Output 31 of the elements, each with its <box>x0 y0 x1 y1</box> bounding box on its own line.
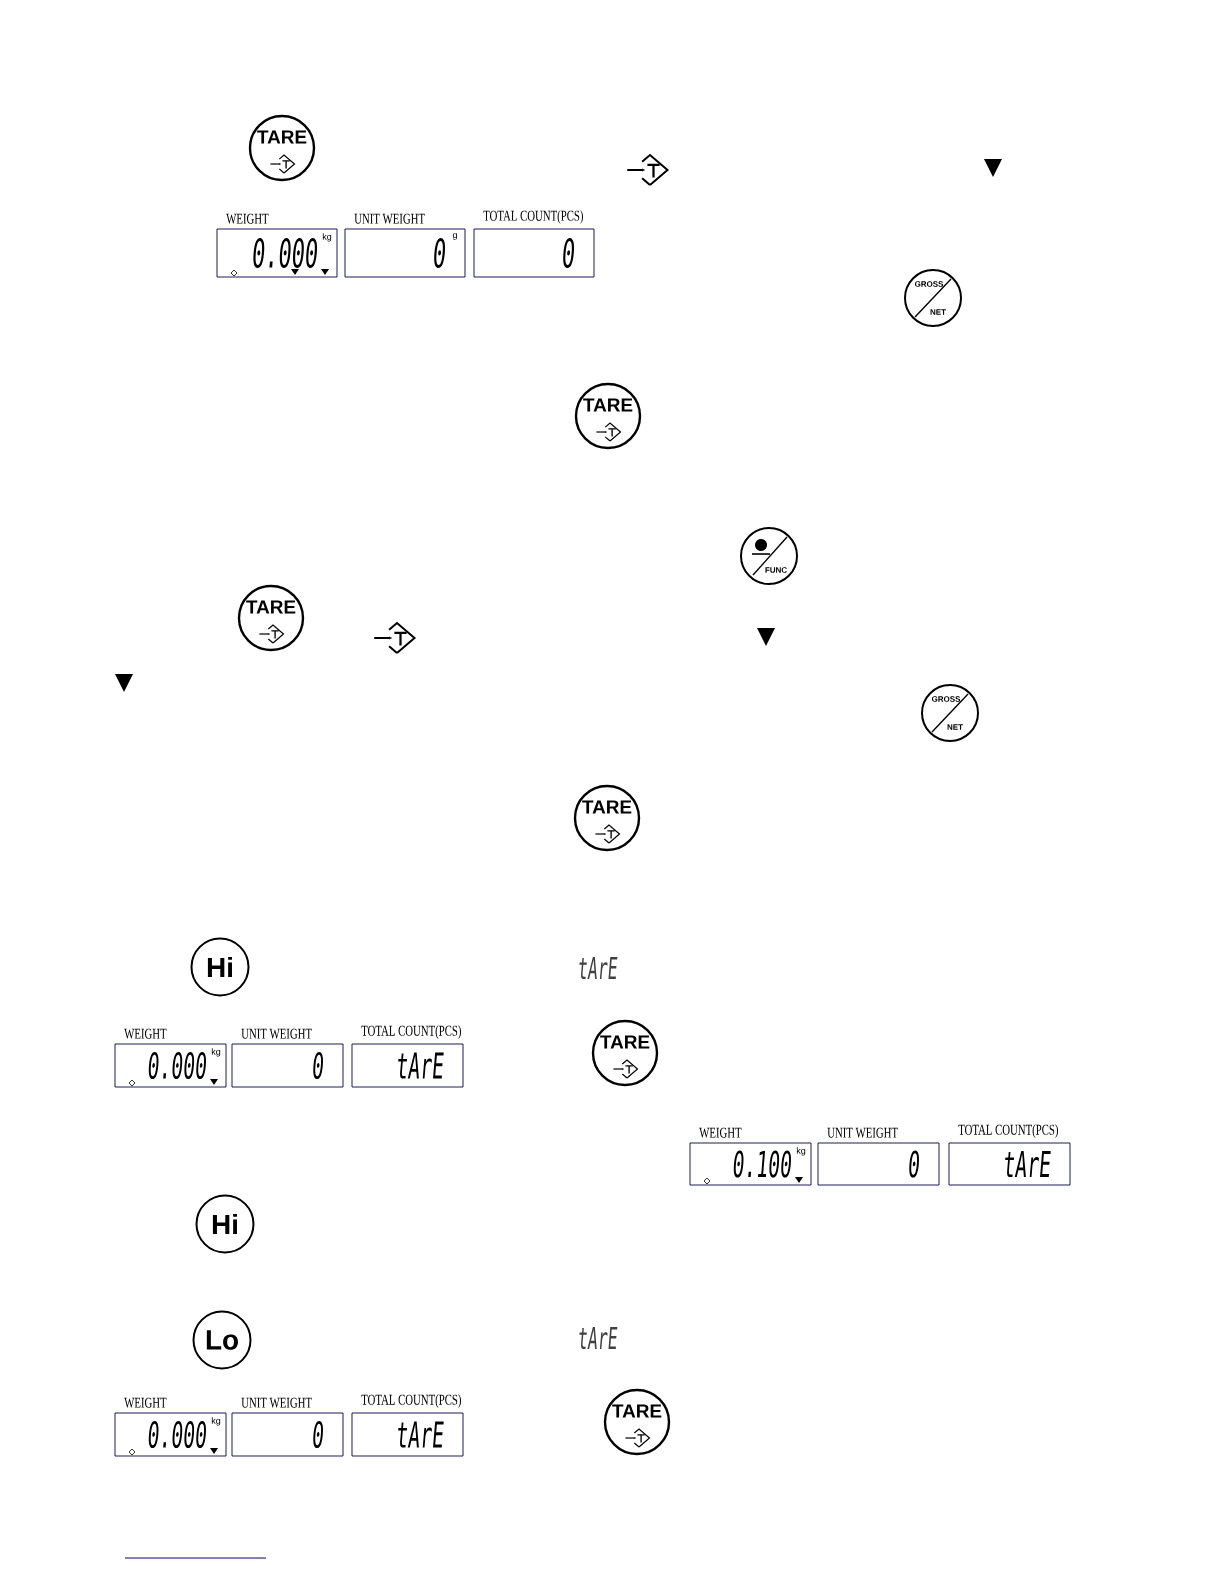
node-label: UNIT WEIGHT <box>354 213 425 224</box>
node-label: WEIGHT <box>699 1127 742 1138</box>
tare-button: TARE <box>591 1019 659 1087</box>
key-button: Lo <box>192 1310 252 1370</box>
lcd-display: UNIT WEIGHT 0 g <box>344 213 466 278</box>
key-button: Hi <box>190 937 250 997</box>
lcd-display: TOTAL COUNT(PCS) tArE <box>351 1025 464 1088</box>
lcd-reading: tArE <box>579 1327 618 1349</box>
tare-button: TARE <box>248 114 316 182</box>
tare-button: TARE <box>574 382 642 450</box>
node-label: TOTAL COUNT(PCS) <box>361 1394 461 1408</box>
lcd-display: TOTAL COUNT(PCS) tArE <box>948 1124 1071 1186</box>
tare-button: TARE <box>237 584 305 652</box>
node-label: TOTAL COUNT(PCS) <box>958 1124 1058 1138</box>
lcd-display: UNIT WEIGHT 0 <box>231 1397 344 1457</box>
node-label: TOTAL COUNT(PCS) <box>483 210 583 224</box>
tare-button: TARE <box>603 1388 671 1456</box>
lcd-display: TOTAL COUNT(PCS) tArE <box>351 1394 464 1457</box>
node-label: UNIT WEIGHT <box>241 1028 312 1039</box>
lcd-display: UNIT WEIGHT 0 <box>817 1127 940 1186</box>
lcd-reading: tArE <box>579 957 618 979</box>
lcd-display: TOTAL COUNT(PCS) 0 <box>473 210 595 278</box>
key-button: Hi <box>195 1194 255 1254</box>
lcd-display: UNIT WEIGHT 0 <box>231 1028 344 1088</box>
node-label: UNIT WEIGHT <box>241 1397 312 1408</box>
node-label: UNIT WEIGHT <box>827 1127 898 1138</box>
tare-button: TARE <box>573 784 641 852</box>
node-label: WEIGHT <box>124 1028 167 1039</box>
node-label: WEIGHT <box>124 1397 167 1408</box>
node-label: WEIGHT <box>226 213 269 224</box>
node-label: TOTAL COUNT(PCS) <box>361 1025 461 1039</box>
